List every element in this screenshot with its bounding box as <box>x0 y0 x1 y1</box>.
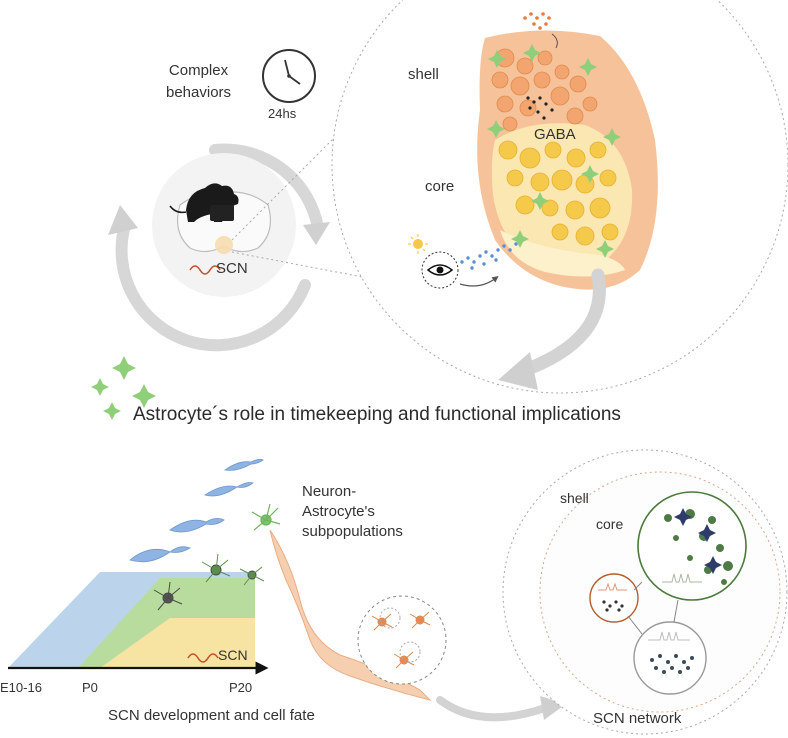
net-core-label: core <box>596 516 624 532</box>
network-shell-node <box>589 573 639 623</box>
network-panel <box>502 449 788 735</box>
dev-caption: SCN development and cell fate <box>108 707 315 724</box>
dev-scn-label: SCN <box>218 647 248 663</box>
axis-tick-e10-16: E10-16 <box>0 680 42 695</box>
zoom-line-lower <box>231 251 431 291</box>
green-astrocyte <box>251 503 281 531</box>
core-ventral <box>500 230 625 277</box>
network-gray-node <box>633 621 707 695</box>
mouse-tail <box>169 205 187 214</box>
net-caption: SCN network <box>593 710 682 727</box>
net-shell-label: shell <box>560 490 589 506</box>
gaba-label: GABA <box>534 126 576 143</box>
subpop-cells <box>371 611 431 669</box>
gaba-dots <box>526 96 554 120</box>
sun-icon <box>408 234 428 254</box>
retinal-signal-dots <box>460 242 518 270</box>
development-panel <box>8 458 269 675</box>
zoom-astrocytes <box>487 44 621 258</box>
subpop-zoom-circle <box>357 595 447 685</box>
neuron-body <box>269 529 432 701</box>
retinal-arrow <box>459 276 499 287</box>
behaviors-label: Complex behaviors <box>166 62 232 101</box>
axis-tick-p20: P20 <box>229 680 253 695</box>
network-core-node <box>637 491 747 601</box>
core-node-astrocytes <box>674 508 722 574</box>
scn-zoom-view <box>331 0 788 394</box>
cycle-arrow-right <box>209 143 324 234</box>
dev-cells <box>153 553 265 611</box>
shell-neurons <box>491 48 598 132</box>
dev-scn-wave-icon <box>187 653 219 663</box>
shell-node-dots <box>602 600 624 612</box>
astrocyte-legend-icons <box>91 356 156 420</box>
network-link-1 <box>633 581 643 591</box>
gray-node-trace <box>648 631 690 641</box>
scn-spot <box>215 236 233 254</box>
brain-slice-shape <box>210 205 234 221</box>
subpop-mini-circle-1 <box>379 607 401 629</box>
zoom-shell-label: shell <box>408 66 439 83</box>
behavior-cycle <box>108 99 431 352</box>
clock-icon <box>262 49 316 103</box>
cycle-arrow-left <box>115 219 311 352</box>
main-title: Astrocyte´s role in timekeeping and func… <box>133 404 621 425</box>
gray-node-dots <box>650 654 694 674</box>
clock-label: 24hs <box>268 106 297 121</box>
release-arrow <box>551 33 558 49</box>
core-neurons <box>498 140 619 246</box>
brain-scn-label: SCN <box>216 260 248 277</box>
network-link-2 <box>673 599 679 623</box>
migrating-cells <box>129 458 264 563</box>
zoom-core-label: core <box>425 178 455 195</box>
axis-tick-p0: P0 <box>82 680 98 695</box>
network-link-3 <box>627 615 643 635</box>
network-arrow <box>436 696 549 722</box>
eye-pupil <box>436 266 444 274</box>
cycle-arrow-right-head <box>303 222 330 245</box>
shell-node-trace <box>598 582 627 591</box>
subpop-mini-circle-2 <box>399 641 421 663</box>
core-node-trace <box>662 573 702 583</box>
cycle-arrow-left-head <box>108 205 138 235</box>
subpop-label: Neuron- Astrocyte's subpopulations <box>302 483 403 540</box>
scn-wave-icon <box>189 265 221 275</box>
down-arrow <box>513 268 606 379</box>
released-dots <box>523 12 551 30</box>
down-arrow-head <box>498 352 538 390</box>
